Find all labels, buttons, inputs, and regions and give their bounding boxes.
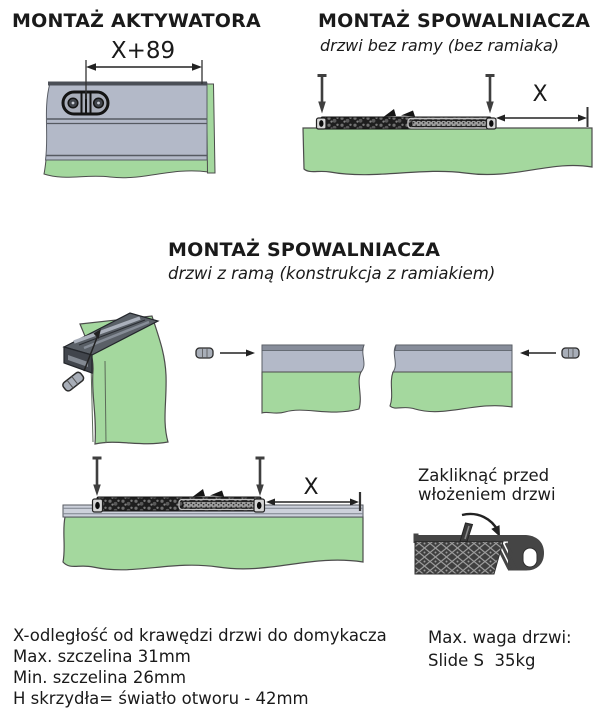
installation-notes: X-odległość od krawędzi drzwi do domykac… — [13, 625, 387, 709]
rail-cap-left — [261, 344, 365, 351]
damper-lever-flag — [210, 490, 224, 497]
frameless-subtitle: drzwi bez ramy (bez ramiaka) — [320, 36, 560, 55]
door-panel — [62, 516, 364, 571]
dim-arrowhead-left — [496, 114, 505, 122]
screw-indicator-right — [485, 74, 495, 114]
end-pin-right — [561, 347, 580, 359]
damper-lever-flag — [401, 110, 415, 117]
frameless-damper-diagram — [302, 74, 593, 176]
door-edge-strip — [205, 83, 216, 174]
door-panel — [43, 159, 210, 179]
damper-slider-channel — [182, 501, 258, 509]
mechanism-strut — [499, 542, 516, 570]
framed-title: MONTAŻ SPOWALNIACZA — [168, 239, 441, 261]
profile-channel-opening — [68, 355, 88, 367]
callout-line-1: Zakliknąć przed — [418, 466, 550, 485]
mechanism-lever — [459, 522, 474, 542]
activator-diagram — [43, 60, 216, 179]
insert-arrow — [83, 329, 101, 372]
damper-lever-flag — [193, 489, 205, 497]
framed-rail-front-diagram — [195, 344, 580, 414]
activator-dimension-label: X+89 — [110, 38, 176, 64]
screw-indicator-right — [255, 456, 265, 496]
damper-lever-flag — [384, 109, 396, 117]
insert-arrow-left — [220, 349, 255, 357]
weight-value: Slide S 35kg — [428, 651, 536, 670]
dim-arrowhead-left — [266, 498, 275, 506]
soft-close-damper — [315, 109, 497, 130]
click-before-insert-note: Zakliknąć przed włożeniem drzwi — [418, 466, 556, 504]
dimension-x — [496, 107, 589, 127]
mechanism-textured-body — [414, 541, 504, 575]
mechanism-strut — [504, 542, 521, 570]
rail-cap-right — [394, 344, 513, 351]
dim-arrowhead-right — [192, 63, 202, 71]
screw-indicator-left — [92, 456, 102, 496]
door-panel — [302, 127, 593, 176]
activator-clip — [61, 90, 110, 116]
frameless-title: MONTAŻ SPOWALNIACZA — [318, 10, 591, 32]
door-panel-right — [389, 371, 513, 413]
damper-mechanism — [413, 522, 544, 575]
dimension-x — [266, 492, 362, 511]
note-min-gap: Min. szczelina 26mm — [13, 668, 187, 687]
note-x-definition: X-odległość od krawędzi drzwi do domykac… — [13, 626, 387, 645]
curved-arrow — [461, 512, 500, 537]
callout-line-2: włożeniem drzwi — [418, 485, 556, 504]
framed-subtitle: drzwi z ramą (konstrukcja z ramiakiem) — [168, 264, 496, 283]
stile-edge-line — [90, 362, 94, 443]
damper-slider-channel — [411, 120, 489, 127]
stile-edge-line — [104, 360, 107, 444]
activator-title: MONTAŻ AKTYWATORA — [12, 10, 261, 32]
insert-arrow-right — [520, 349, 556, 357]
dim-arrowhead-left — [86, 63, 96, 71]
end-pin-left — [195, 347, 214, 359]
framed-dimension-label: X — [303, 475, 319, 500]
door-panel-left — [261, 371, 362, 414]
frameless-dimension-label: X — [532, 82, 548, 107]
weight-note: Max. waga drzwi: Slide S 35kg — [428, 626, 572, 672]
weight-label: Max. waga drzwi: — [428, 628, 572, 647]
screw-indicator-left — [317, 74, 327, 114]
mechanism-mount-hole — [522, 547, 538, 568]
framed-damper-diagram — [62, 456, 364, 571]
note-max-gap: Max. szczelina 31mm — [13, 647, 191, 666]
note-height-formula: H skrzydła= światło otworu - 42mm — [13, 689, 309, 708]
dim-arrowhead-right — [350, 498, 359, 506]
dim-arrowhead-right — [578, 114, 587, 122]
end-pin — [62, 371, 85, 392]
soft-close-damper — [91, 489, 266, 513]
damper-closeup-diagram — [413, 512, 544, 575]
dimension-x89 — [85, 60, 203, 99]
framed-corner-3d-diagram — [62, 312, 169, 445]
